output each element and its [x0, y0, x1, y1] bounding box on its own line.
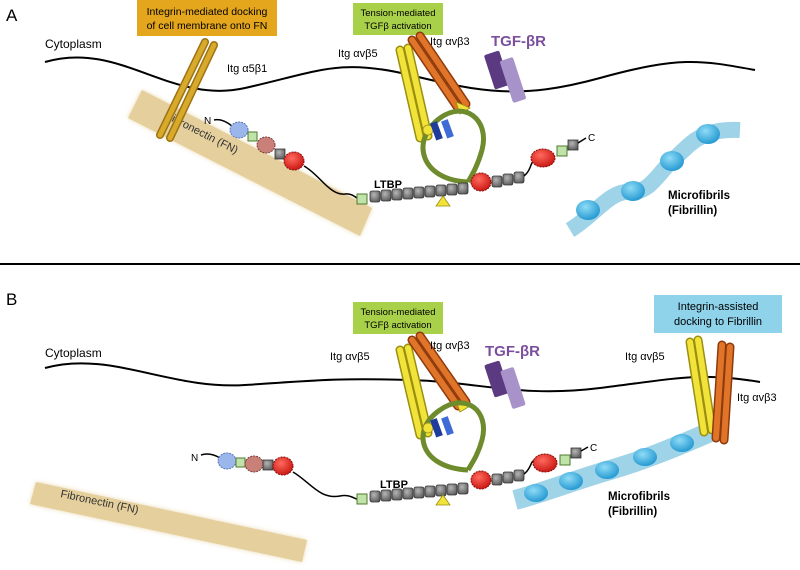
microfibrils-label-2: (Fibrillin): [668, 205, 717, 217]
itg-avb3-label: Itg αvβ3: [430, 340, 470, 352]
tension-line-1: Tension-mediated: [361, 307, 436, 318]
fibrillin-docking-annotation: Integrin-assisted docking to Fibrillin: [654, 295, 782, 333]
itg-avb5-label: Itg αvβ5: [338, 48, 378, 60]
itg-avb3-right-label: Itg αvβ3: [737, 392, 777, 404]
ltbp-beads-c: [491, 171, 525, 188]
integrin-avb5: Itg αvβ5: [330, 343, 433, 440]
integrin-avb5: Itg αvβ5: [338, 43, 433, 143]
panel-letter: A: [6, 6, 18, 25]
fibronectin-fiber: Fibronectin (FN): [30, 482, 307, 562]
itg-a5b1-label: Itg α5β1: [227, 63, 267, 75]
itg-avb5-right-label: Itg αvβ5: [625, 351, 665, 363]
tension-box: [353, 3, 443, 35]
itg-avb3-label: Itg αvβ3: [430, 36, 470, 48]
tension-box: [353, 302, 443, 334]
c-terminus-label: C: [590, 443, 597, 454]
c-terminus-label: C: [588, 133, 595, 144]
integrin-avb3: Itg αvβ3: [407, 331, 471, 413]
tension-annotation: Tension-mediated TGFβ activation: [353, 3, 443, 35]
panel-letter: B: [6, 290, 17, 309]
integrin-a5b1: Itg α5β1: [156, 38, 267, 142]
microfibril: Microfibrils (Fibrillin): [512, 420, 719, 518]
fibrillin-docking-box: [654, 295, 782, 333]
n-terminus-label: N: [204, 116, 211, 127]
integrin-avb5-right: Itg αvβ5: [625, 335, 717, 437]
fibrillin-docking-line-2: docking to Fibrillin: [674, 316, 762, 328]
microfibrils-label-2: (Fibrillin): [608, 506, 657, 518]
tension-line-2: TGFβ activation: [364, 21, 431, 32]
ltbp-chain: LTBP: [369, 469, 525, 506]
docking-annotation: Integrin-mediated docking of cell membra…: [137, 0, 277, 36]
ltbp-label: LTBP: [374, 179, 402, 191]
tgfbr-label: TGF-βR: [485, 343, 540, 360]
ltbp-n-terminal: N: [191, 452, 368, 505]
microfibril: Microfibrils (Fibrillin): [565, 121, 741, 237]
ltbp-beads: [369, 482, 469, 503]
microfibrils-label-1: Microfibrils: [668, 190, 730, 202]
n-terminus-label: N: [191, 453, 198, 464]
lap-loop: [420, 108, 486, 185]
ltbp-chain: LTBP C: [369, 133, 595, 207]
panel-b: B Cytoplasm Fibronectin (FN) Tension-med…: [6, 290, 782, 562]
lap-loop: [420, 400, 486, 473]
docking-box: [137, 0, 277, 36]
ltbp-beads: [369, 182, 469, 203]
docking-line-1: Integrin-mediated docking: [147, 6, 268, 18]
tension-line-2: TGFβ activation: [364, 320, 431, 331]
fibrillin-docking-line-1: Integrin-assisted: [678, 301, 759, 313]
integrin-avb3-right: Itg αvβ3: [711, 340, 777, 445]
docking-line-2: of cell membrane onto FN: [147, 20, 268, 32]
ltbp-label: LTBP: [380, 479, 408, 491]
itg-avb5-label: Itg αvβ5: [330, 351, 370, 363]
cytoplasm-label: Cytoplasm: [45, 37, 102, 51]
ltbp-n-terminal: N: [204, 116, 368, 205]
panel-a: A Cytoplasm Fibronectin (FN) Itg α5β1 In…: [6, 0, 756, 237]
tgfb-receptor: TGF-βR: [484, 343, 540, 409]
tgfb-receptor: TGF-βR: [484, 33, 546, 103]
tgfbr-label: TGF-βR: [491, 33, 546, 50]
tension-line-1: Tension-mediated: [361, 8, 436, 19]
tension-annotation: Tension-mediated TGFβ activation: [353, 302, 443, 334]
cytoplasm-label: Cytoplasm: [45, 346, 102, 360]
fibronectin-fiber: Fibronectin (FN): [128, 90, 372, 236]
ltbp-beads-c: [491, 469, 525, 486]
microfibrils-label-1: Microfibrils: [608, 491, 670, 503]
ltbp-c-terminal: C: [523, 443, 597, 475]
